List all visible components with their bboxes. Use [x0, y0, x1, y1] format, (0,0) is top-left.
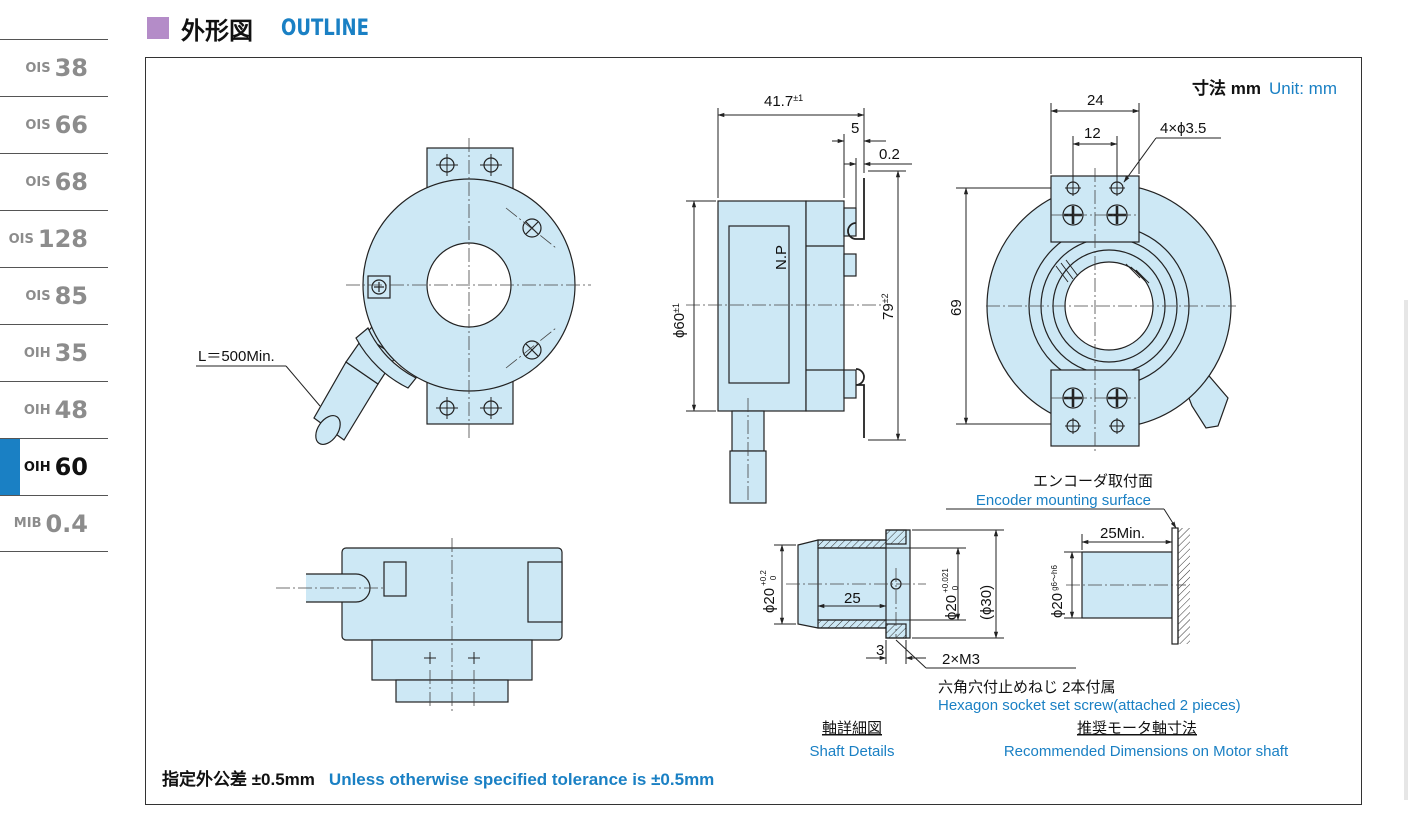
outline-drawing-panel: 寸法 mm Unit: mm	[145, 57, 1362, 805]
nav-prefix: OIS	[8, 231, 34, 247]
unit-note: 寸法 mm Unit: mm	[1192, 74, 1337, 99]
dim-25min: 25Min.	[1100, 525, 1145, 542]
technical-drawing: L＝500Min.	[196, 92, 1289, 760]
unit-en: Unit: mm	[1269, 79, 1337, 98]
dim-41-7: 41.7±1	[764, 93, 803, 110]
dim-25: 25	[844, 590, 861, 607]
nav-prefix: OIH	[23, 459, 51, 475]
shaft-details-title-jp: 軸詳細図	[822, 720, 882, 737]
nav-prefix: OIS	[25, 117, 51, 133]
setscrew-jp: 六角穴付止めねじ 2本付属	[938, 679, 1116, 696]
dim-12: 12	[1084, 125, 1101, 142]
nav-number: 128	[37, 225, 88, 253]
cable-clamp	[355, 327, 417, 389]
tolerance-jp: 指定外公差 ±0.5mm	[162, 770, 315, 789]
dim-phi20-bore: ϕ20+0.0210	[941, 568, 960, 620]
dim-4xphi3-5: 4×ϕ3.5	[1160, 120, 1206, 137]
nav-prefix: OIS	[25, 60, 51, 76]
mount-surface-en: Encoder mounting surface	[976, 492, 1151, 509]
nav-number: 38	[54, 54, 88, 82]
dim-24: 24	[1087, 92, 1104, 109]
nav-prefix: OIH	[23, 402, 51, 418]
nav-prefix: MIB	[13, 516, 42, 531]
nav-number: 0.4	[45, 509, 88, 538]
front-view	[196, 138, 591, 445]
unit-jp: 寸法 mm	[1192, 79, 1261, 98]
nameplate-label: N.P	[773, 245, 790, 270]
section-header: 外形図 OUTLINE	[147, 10, 388, 46]
dim-79: 79±2	[880, 293, 897, 320]
dim-phi30: (ϕ30)	[978, 585, 995, 620]
dim-69: 69	[948, 299, 965, 316]
nav-number: 66	[54, 111, 88, 139]
header-square-icon	[147, 17, 169, 39]
side-view	[686, 178, 881, 504]
motor-shaft-title-jp: 推奨モータ軸寸法	[1077, 720, 1197, 737]
setscrew-en: Hexagon socket set screw(attached 2 piec…	[938, 697, 1241, 714]
mount-surface-jp: エンコーダ取付面	[1033, 473, 1153, 490]
nav-number: 68	[54, 168, 88, 196]
dim-3: 3	[876, 642, 884, 659]
shaft-details-view	[786, 529, 926, 639]
cable-length-label: L＝500Min.	[198, 348, 275, 365]
rear-view	[986, 168, 1236, 453]
dim-5: 5	[851, 120, 859, 137]
nav-prefix: OIS	[25, 288, 51, 304]
motor-shaft-title-en: Recommended Dimensions on Motor shaft	[1004, 743, 1289, 760]
header-title-jp: 外形図	[181, 16, 253, 45]
dim-phi20-shaft: ϕ20+0.20	[759, 570, 778, 613]
nav-number: 60	[54, 453, 88, 481]
nav-number: 85	[54, 282, 88, 310]
shaft-details-title-en: Shaft Details	[809, 743, 894, 760]
nav-prefix: OIS	[25, 174, 51, 190]
tolerance-en: Unless otherwise specified tolerance is …	[328, 770, 715, 789]
nav-prefix: OIH	[23, 345, 51, 361]
bottom-view	[276, 538, 563, 713]
page-edge-strip	[1404, 300, 1408, 800]
tolerance-note: 指定外公差 ±0.5mm Unless otherwise specified t…	[162, 765, 714, 790]
motor-shaft-view	[1066, 527, 1190, 645]
dim-0-2: 0.2	[879, 146, 900, 163]
nav-number: 48	[54, 396, 88, 424]
dim-2xm3: 2×M3	[942, 651, 980, 668]
dim-phi20-motor: ϕ20g6～h6	[1049, 565, 1066, 618]
header-title-en: OUTLINE	[281, 15, 369, 41]
nav-number: 35	[54, 339, 88, 367]
dim-phi60: ϕ60±1	[671, 303, 688, 338]
